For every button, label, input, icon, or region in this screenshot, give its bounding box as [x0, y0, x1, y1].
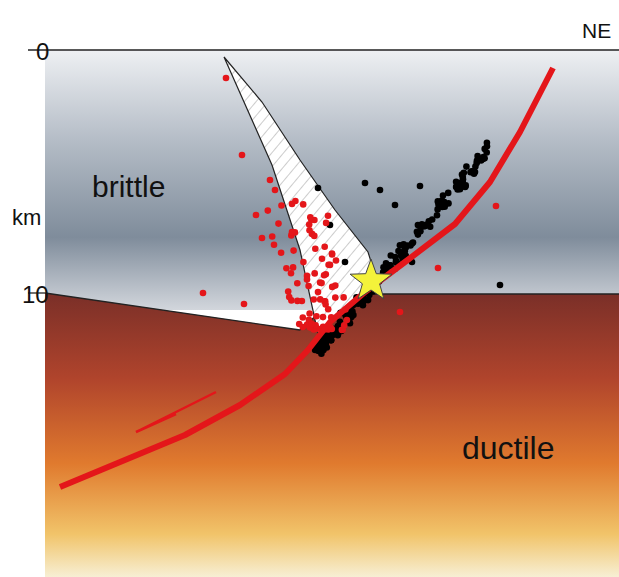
depth-label: 10: [22, 283, 49, 307]
surface-line: [28, 49, 619, 50]
direction-label: NE: [582, 20, 611, 41]
ductile-layer: [45, 293, 619, 577]
slip-arrow: [136, 392, 216, 432]
mainshock-star: [350, 259, 392, 299]
hatched-wedge: [224, 57, 378, 334]
hypocenter-dots: [200, 75, 504, 357]
axis-unit: km: [12, 207, 41, 229]
fault-line: [60, 68, 553, 487]
layer-label: ductile: [462, 432, 555, 464]
depth-label: 0: [36, 40, 49, 64]
layer-label: brittle: [92, 172, 165, 202]
